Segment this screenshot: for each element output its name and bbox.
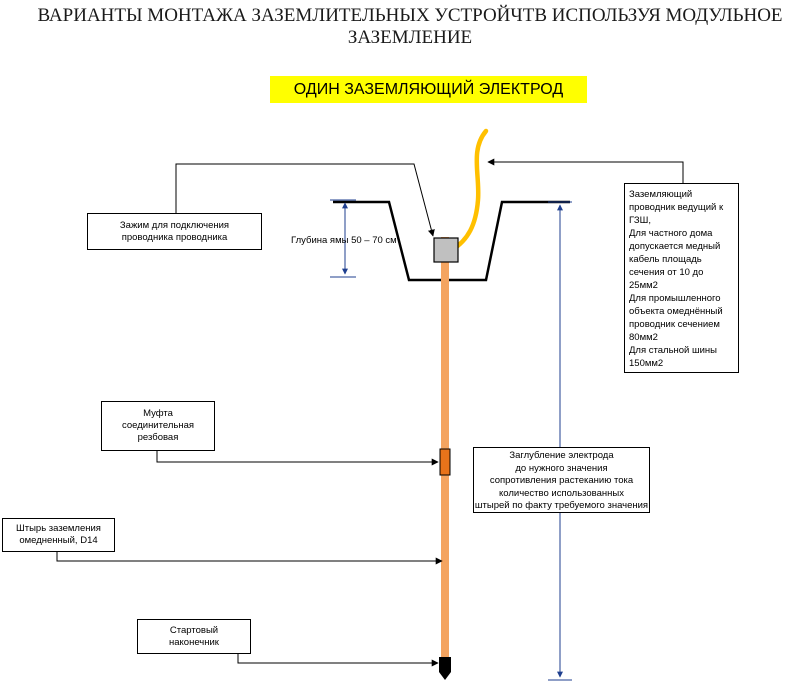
section-banner: ОДИН ЗАЗЕМЛЯЮЩИЙ ЭЛЕКТРОД <box>270 76 587 103</box>
title-line-1: ВАРИАНТЫ МОНТАЖА ЗАЗЕМЛИТЕЛЬНЫХ УСТРОЙЧТ… <box>37 5 783 26</box>
conductor-cable <box>449 128 489 253</box>
depth-note-callout: Заглубление электрода до нужного значени… <box>473 447 650 513</box>
conductor-callout: Заземляющий проводник ведущий к ГЗШ, Для… <box>624 183 739 373</box>
threaded-coupling <box>439 448 451 476</box>
tip-callout: Стартовый наконечник <box>137 619 251 654</box>
clamp-leader <box>175 163 435 237</box>
tip-leader <box>237 652 439 667</box>
page-title: ВАРИАНТЫ МОНТАЖА ЗАЗЕМЛИТЕЛЬНЫХ УСТРОЙЧТ… <box>20 5 800 49</box>
pit-depth-label: Глубина ямы 50 – 70 см <box>291 235 397 246</box>
starting-tip <box>439 657 451 680</box>
title-line-2: ЗАЗЕМЛЕНИЕ <box>347 27 473 48</box>
coupling-callout: Муфта соединительная резбовая <box>101 401 215 451</box>
coupling-leader <box>156 451 439 466</box>
rod-leader <box>56 551 443 565</box>
connection-clamp <box>433 237 459 263</box>
grounding-rod <box>441 237 449 657</box>
clamp-callout: Зажим для подключения проводника проводн… <box>87 213 262 250</box>
rod-callout: Штырь заземления омедненный, D14 <box>2 518 115 552</box>
conductor-leader <box>487 158 684 183</box>
